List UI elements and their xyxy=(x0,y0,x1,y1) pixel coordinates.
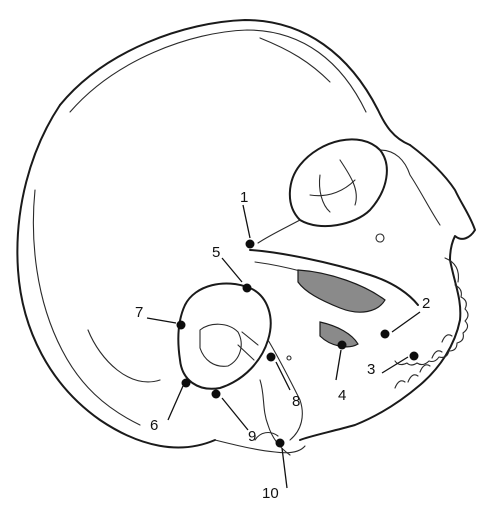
landmark-3-dot xyxy=(410,352,419,361)
temporal-mastoid-region xyxy=(178,283,305,455)
landmark-9-label: 9 xyxy=(248,428,256,445)
orbit-region xyxy=(258,139,440,243)
landmark-1-label: 1 xyxy=(240,189,248,206)
landmark-2-dot xyxy=(381,330,390,339)
landmark-1-dot xyxy=(246,240,255,249)
landmark-6-label: 6 xyxy=(150,417,158,434)
landmark-9-dot xyxy=(212,390,221,399)
landmark-6-dot xyxy=(182,379,191,388)
landmark-4-dot xyxy=(338,341,347,350)
landmark-10-dot xyxy=(276,439,285,448)
landmark-5-dot xyxy=(243,284,252,293)
landmark-4-label: 4 xyxy=(338,387,346,404)
landmark-2-label: 2 xyxy=(422,295,430,312)
landmark-3-label: 3 xyxy=(367,361,375,378)
landmark-7-label: 7 xyxy=(135,304,143,321)
cranial-vault xyxy=(17,20,410,447)
landmark-10-label: 10 xyxy=(262,485,279,502)
landmark-8-label: 8 xyxy=(292,393,300,410)
landmark-5-label: 5 xyxy=(212,244,220,261)
landmark-7-dot xyxy=(177,321,186,330)
landmark-8-dot xyxy=(267,353,276,362)
zygomatic-arch xyxy=(250,250,418,347)
